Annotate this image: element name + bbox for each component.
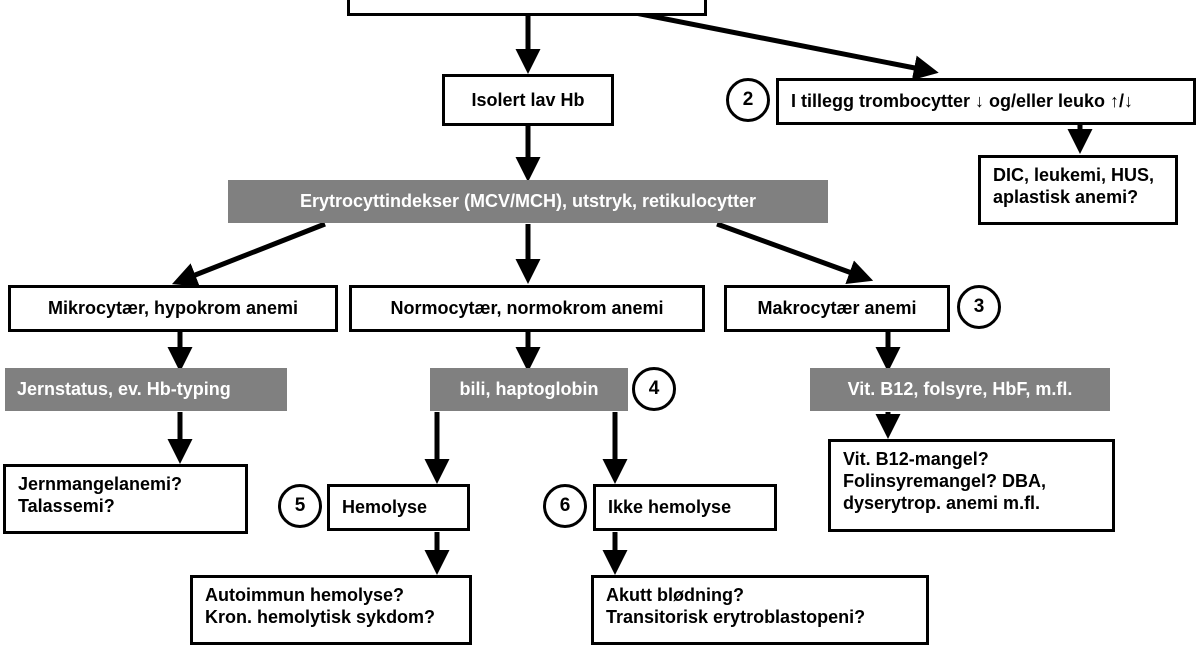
node-b12-deficiency: Vit. B12-mangel? Folinsyremangel? DBA, d…: [828, 439, 1115, 532]
autoimmune-line-1: Autoimmun hemolyse?: [205, 585, 405, 605]
node-additional-findings: I tillegg trombocytter ↓ og/eller leuko …: [776, 78, 1196, 125]
node-macrocytic: Makrocytær anemi: [724, 285, 950, 332]
node-microcytic: Mikrocytær, hypokrom anemi: [8, 285, 338, 332]
node-hemolysis: Hemolyse: [327, 484, 470, 531]
irondef-line-2: Talassemi?: [18, 496, 115, 516]
acute-line-2: Transitorisk erytroblastopeni?: [606, 607, 866, 627]
marker-5: 5: [278, 484, 322, 528]
node-iron-deficiency: Jernmangelanemi? Talassemi?: [3, 464, 248, 534]
acute-line-1: Akutt blødning?: [606, 585, 744, 605]
b12def-line-3: dyserytrop. anemi m.fl.: [843, 493, 1041, 513]
marker-2: 2: [726, 78, 770, 122]
arrow-top-to-additional: [624, 8, 939, 81]
node-erythrocyte-indices: Erytrocyttindekser (MCV/MCH), utstryk, r…: [228, 180, 828, 223]
node-acute-bleeding: Akutt blødning? Transitorisk erytroblast…: [591, 575, 929, 645]
dic-line-2: aplastisk anemi?: [993, 187, 1139, 207]
node-dic-leukemia: DIC, leukemi, HUS, aplastisk anemi?: [978, 155, 1178, 225]
node-iron-status: Jernstatus, ev. Hb-typing: [5, 368, 287, 411]
node-normocytic: Normocytær, normokrom anemi: [349, 285, 705, 332]
autoimmune-line-2: Kron. hemolytisk sykdom?: [205, 607, 436, 627]
dic-line-1: DIC, leukemi, HUS,: [993, 165, 1155, 185]
marker-6: 6: [543, 484, 587, 528]
node-autoimmune-hemolysis: Autoimmun hemolyse? Kron. hemolytisk syk…: [190, 575, 472, 645]
b12def-line-2: Folinsyremangel? DBA,: [843, 471, 1047, 491]
node-vitb12-folate: Vit. B12, folsyre, HbF, m.fl.: [810, 368, 1110, 411]
arrow-indices-to-micro: [171, 221, 326, 287]
b12def-line-1: Vit. B12-mangel?: [843, 449, 989, 469]
node-isolated-low-hb: Isolert lav Hb: [442, 74, 614, 126]
connector-arrows: [167, 8, 1093, 575]
marker-3: 3: [957, 285, 1001, 329]
node-no-hemolysis: Ikke hemolyse: [593, 484, 777, 531]
marker-4: 4: [632, 367, 676, 411]
node-bili-haptoglobin: bili, haptoglobin: [430, 368, 628, 411]
irondef-line-1: Jernmangelanemi?: [18, 474, 183, 494]
top-node-box: [347, 0, 707, 16]
arrow-indices-to-macro: [716, 221, 874, 284]
